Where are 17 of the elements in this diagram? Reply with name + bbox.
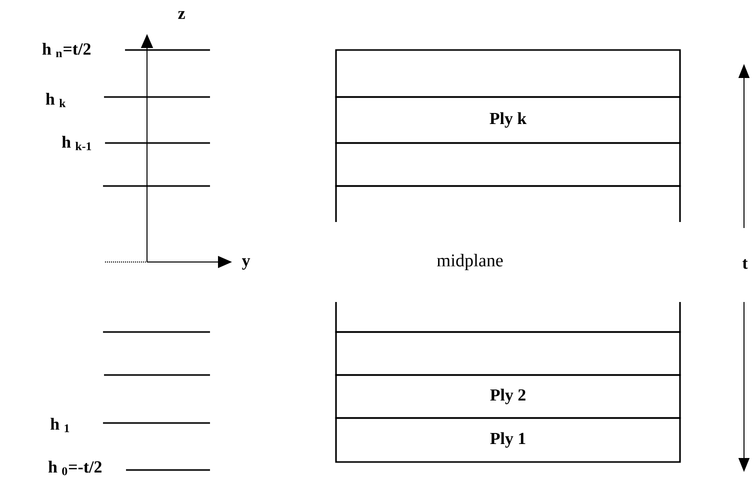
dimension-label: t [742,259,748,269]
ply-box: Ply k [335,96,681,144]
ply-box: Ply 1 [335,417,681,463]
height-label: h $_{k}$ [46,92,66,108]
ply-box [335,49,681,98]
height-label: h $_{1}$ [50,418,70,432]
height-label: h $_{k-1}$ [62,136,92,150]
ply-box [335,185,681,222]
ply-box [335,142,681,187]
ply-box: Ply 2 [335,374,681,419]
height-label: h $_{0}$=-t/2 [48,460,102,476]
axis-label: y [242,258,250,270]
ply-box [335,302,681,333]
axis-label: z [178,11,185,19]
height-label: h $_{n}$=t/2 [42,42,90,58]
midplane-label: midplane [437,254,503,270]
ply-box [335,331,681,376]
